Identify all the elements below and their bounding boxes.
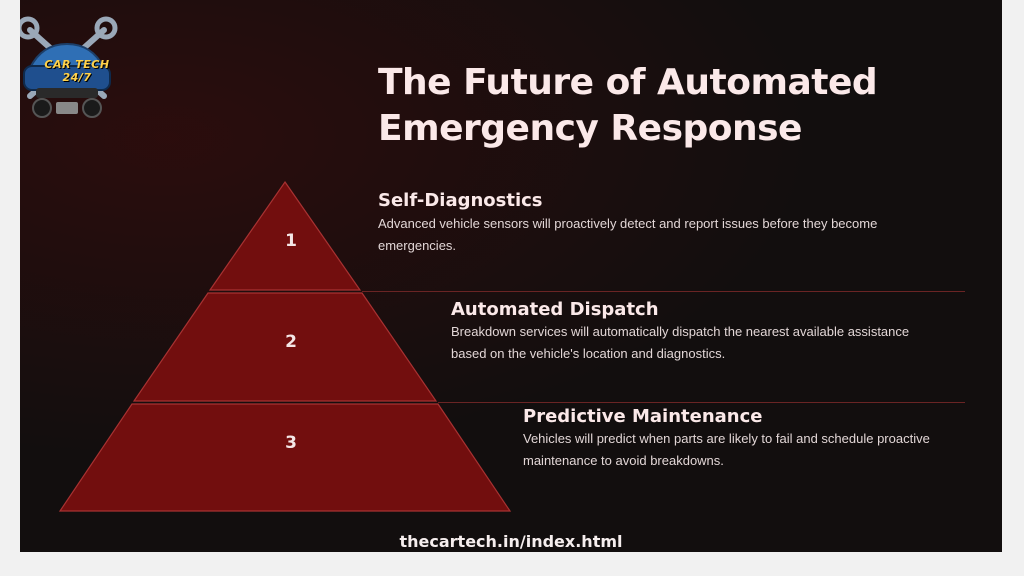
- step-title-1: Self-Diagnostics: [378, 190, 543, 211]
- step-number-3: 3: [285, 433, 297, 453]
- slide-canvas: CAR TECH 24/7 The Future of Automated Em…: [20, 0, 1002, 552]
- pyramid-tier-1: [208, 180, 362, 291]
- car-tech-logo-icon: [20, 16, 118, 118]
- website-link[interactable]: thecartech.in/index.html: [399, 532, 623, 551]
- pyramid-diagram: [58, 180, 512, 512]
- logo-wordmark: CAR TECH 24/7: [44, 58, 110, 84]
- pyramid-tier-2: [132, 292, 438, 402]
- step-number-2: 2: [285, 332, 297, 352]
- step-description-2: Breakdown services will automatically di…: [451, 324, 910, 361]
- step-title-3: Predictive Maintenance: [523, 406, 763, 427]
- divider-1: [362, 291, 965, 292]
- slide-title: The Future of Automated Emergency Respon…: [378, 62, 878, 149]
- step-number-1: 1: [285, 231, 297, 251]
- divider-2: [438, 402, 965, 403]
- step-description-1: Advanced vehicle sensors will proactivel…: [378, 216, 878, 253]
- pyramid-tier-3: [58, 403, 512, 512]
- step-title-2: Automated Dispatch: [451, 299, 659, 320]
- step-description-3: Vehicles will predict when parts are lik…: [523, 431, 930, 468]
